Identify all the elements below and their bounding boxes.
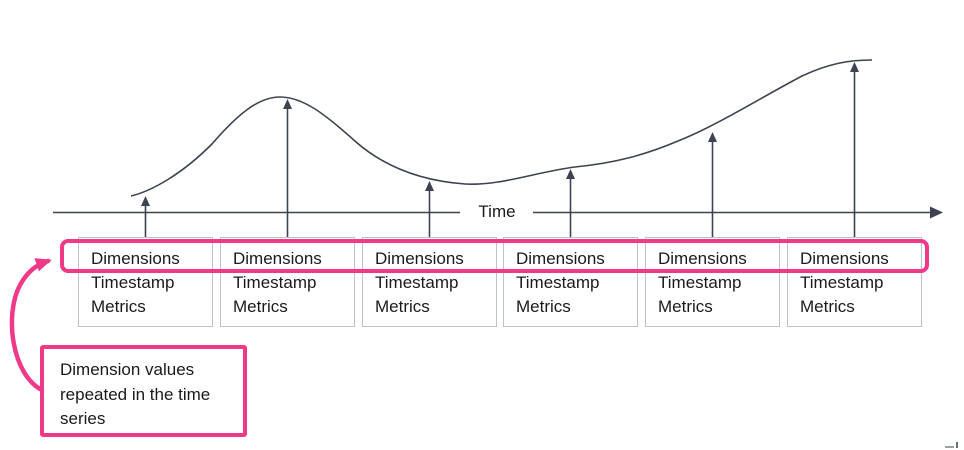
record-metrics: Metrics (800, 297, 855, 316)
record-metrics: Metrics (91, 297, 146, 316)
record-dimensions: Dimensions (516, 249, 605, 268)
record-box: Dimensions Timestamp Metrics (78, 237, 213, 327)
record-timestamp: Timestamp (375, 273, 459, 292)
record-dimensions: Dimensions (658, 249, 747, 268)
record-timestamp: Timestamp (233, 273, 317, 292)
annotation-text: Dimension values repeated in the time se… (60, 360, 211, 428)
record-dimensions: Dimensions (233, 249, 322, 268)
value-curve (130, 59, 873, 197)
record-metrics: Metrics (658, 297, 713, 316)
record-timestamp: Timestamp (516, 273, 600, 292)
dimensions-highlight-strip (60, 239, 929, 273)
record-metrics: Metrics (516, 297, 571, 316)
sample-arrow (425, 181, 434, 239)
corner-artifact (945, 441, 958, 448)
callout-arrow (9, 258, 52, 393)
corner-artifact-tick (956, 442, 958, 448)
record-box: Dimensions Timestamp Metrics (362, 237, 497, 327)
record-box: Dimensions Timestamp Metrics (220, 237, 355, 327)
record-timestamp: Timestamp (658, 273, 742, 292)
record-metrics: Metrics (375, 297, 430, 316)
record-box: Dimensions Timestamp Metrics (645, 237, 780, 327)
record-box: Dimensions Timestamp Metrics (787, 237, 922, 327)
annotation-callout: Dimension values repeated in the time se… (40, 345, 247, 437)
sample-arrow (708, 132, 717, 239)
record-box: Dimensions Timestamp Metrics (503, 237, 638, 327)
record-timestamp: Timestamp (800, 273, 884, 292)
sample-arrow (850, 62, 859, 239)
sample-arrow (566, 169, 575, 239)
sample-arrow (283, 99, 292, 239)
record-dimensions: Dimensions (375, 249, 464, 268)
record-metrics: Metrics (233, 297, 288, 316)
time-axis-arrowhead-icon (930, 206, 943, 219)
time-axis-label: Time (478, 202, 516, 221)
sample-arrow (141, 196, 150, 239)
corner-artifact-bar (945, 446, 954, 448)
record-timestamp: Timestamp (91, 273, 175, 292)
record-dimensions: Dimensions (800, 249, 889, 268)
record-dimensions: Dimensions (91, 249, 180, 268)
